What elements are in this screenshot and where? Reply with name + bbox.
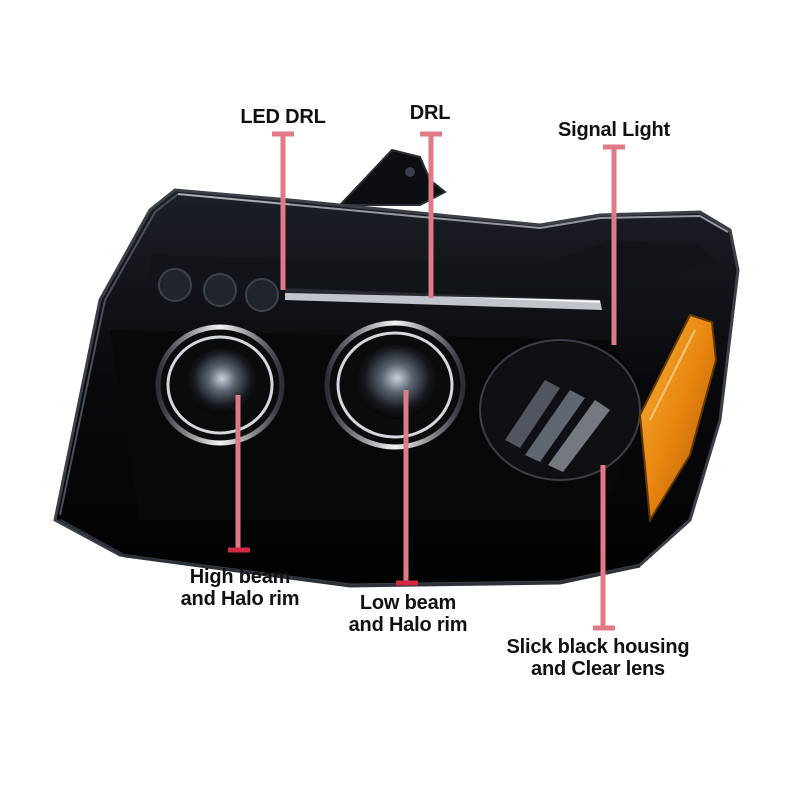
signal-reflector xyxy=(479,339,641,481)
high-beam-projector xyxy=(155,324,285,446)
callout-signal-light-text: Signal Light xyxy=(557,119,671,141)
callout-led-drl: LED DRL xyxy=(233,106,333,128)
callout-high-beam-line2: and Halo rim xyxy=(180,588,300,610)
callout-low-beam-line2: and Halo rim xyxy=(348,614,468,636)
amber-side-marker xyxy=(638,313,718,524)
callout-high-beam-line1: High beam xyxy=(189,566,291,588)
callout-housing: Slick black housing and Clear lens xyxy=(500,636,696,680)
led-domes xyxy=(158,268,279,312)
callout-low-beam-line1: Low beam xyxy=(359,592,457,614)
callout-signal-light: Signal Light xyxy=(550,119,678,141)
callout-drl: DRL xyxy=(400,102,460,124)
low-beam-projector xyxy=(324,320,466,450)
callout-low-beam: Low beam and Halo rim xyxy=(343,592,473,636)
callout-led-drl-text: LED DRL xyxy=(240,106,326,128)
callout-drl-text: DRL xyxy=(409,102,451,124)
callout-housing-line2: and Clear lens xyxy=(531,658,665,680)
callout-lines xyxy=(228,131,625,631)
callout-high-beam: High beam and Halo rim xyxy=(175,566,305,610)
callout-housing-line1: Slick black housing xyxy=(506,636,690,658)
